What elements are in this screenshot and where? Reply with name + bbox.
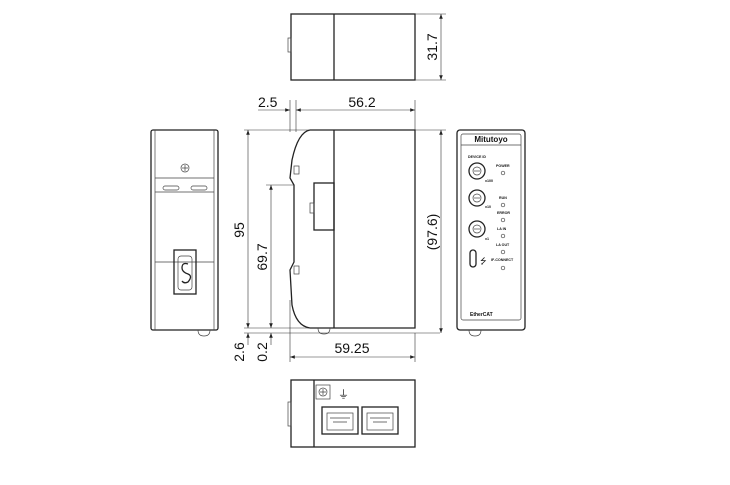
dim-overall-depth: 59.25 xyxy=(334,340,369,356)
dim-top-height: 31.7 xyxy=(424,33,440,60)
label-if-connect: IF-CONNECT xyxy=(491,258,514,262)
rotary-switch-x100[interactable] xyxy=(468,162,486,180)
ethercat-logo: EtherCAT xyxy=(470,312,493,318)
label-x100: x100 xyxy=(485,179,493,183)
rotary-switch-x10[interactable] xyxy=(468,189,486,207)
dim-bottom-offset-1: 2.6 xyxy=(231,342,247,362)
dim-offset-left: 2.5 xyxy=(258,94,278,110)
dim-overall-height: (97.6) xyxy=(424,214,440,251)
usb-port[interactable] xyxy=(469,249,477,268)
dim-depth: 56.2 xyxy=(348,94,375,110)
back-view xyxy=(150,129,219,337)
front-panel: Mitutoyo DEVICE ID x100 x10 x1 POWER RUN… xyxy=(456,129,526,337)
led-if-connect xyxy=(500,265,506,271)
label-la-in: LA IN xyxy=(497,227,507,231)
label-power: POWER xyxy=(496,164,510,168)
label-x10: x10 xyxy=(485,205,491,209)
usb-icon: ⭍ xyxy=(480,257,487,266)
label-x1: x1 xyxy=(485,237,489,241)
led-power xyxy=(500,170,506,176)
side-view: 2.5 56.2 95 69.7 (97.6) 2.6 0.2 59.25 xyxy=(231,94,446,362)
ethernet-port-1[interactable] xyxy=(321,406,359,435)
ground-icon: ⏚ xyxy=(338,388,349,401)
led-run xyxy=(500,202,506,208)
label-la-out: LA OUT xyxy=(496,243,510,247)
top-view: 31.7 xyxy=(287,13,446,81)
brand-logo: Mitutoyo xyxy=(474,135,507,144)
label-run: RUN xyxy=(499,196,507,200)
label-error: ERROR xyxy=(497,211,510,215)
rotary-switch-x1[interactable] xyxy=(468,220,486,238)
dim-din-height: 69.7 xyxy=(254,243,270,270)
ethernet-port-2[interactable] xyxy=(361,406,399,435)
bottom-view: ⏚ xyxy=(287,379,416,448)
led-error xyxy=(500,217,506,223)
label-device-id: DEVICE ID xyxy=(468,155,486,159)
led-la-out xyxy=(500,249,506,255)
dim-bottom-offset-2: 0.2 xyxy=(254,342,270,362)
dim-height: 95 xyxy=(231,222,247,238)
led-la-in xyxy=(500,233,506,239)
